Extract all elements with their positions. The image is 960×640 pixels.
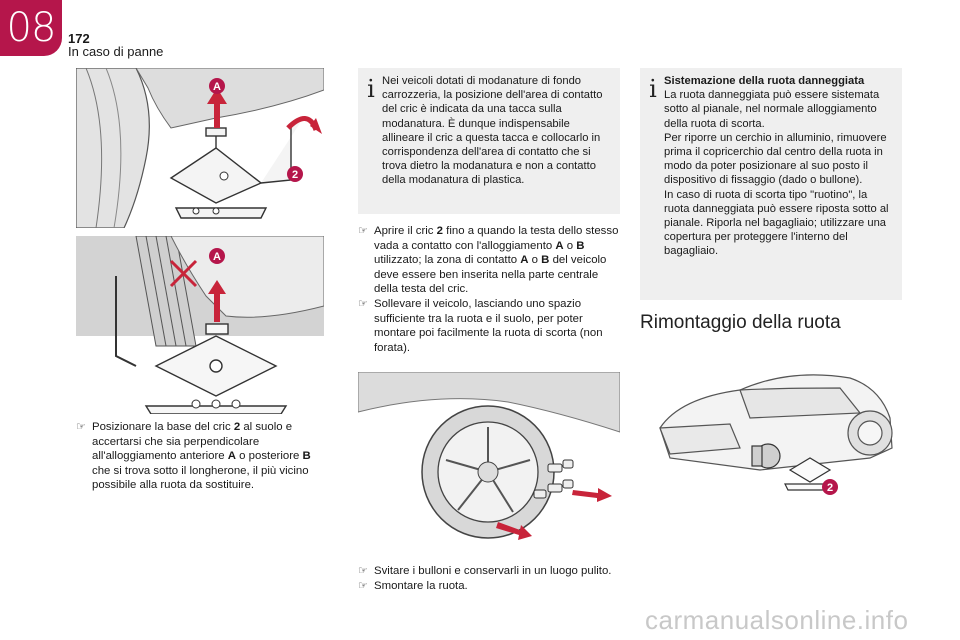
heading-refit-wheel: Rimontaggio della ruota xyxy=(640,312,841,333)
bullet-icon: ☞ xyxy=(358,297,368,310)
info-paragraph: Per riporre un cerchio in alluminio, rim… xyxy=(664,131,887,187)
info-paragraph: In caso di ruota di scorta tipo "ruotino… xyxy=(664,188,889,258)
callout-a: A xyxy=(213,81,221,93)
steps-remove: ☞ Svitare i bulloni e conservarli in un … xyxy=(358,564,620,593)
chapter-tab: 08 xyxy=(0,0,62,56)
info-icon: i xyxy=(367,75,375,103)
step-text: Posizionare la base del cric 2 al suolo … xyxy=(92,421,311,492)
callout-2: 2 xyxy=(292,169,298,181)
figure-remove-bolts xyxy=(358,372,620,550)
info-title: Sistemazione della ruota danneggiata xyxy=(664,75,865,87)
watermark: carmanualsonline.info xyxy=(645,605,909,635)
info-icon: i xyxy=(649,75,657,103)
callout-2: 2 xyxy=(827,482,833,494)
info-box-sill-notch: i Nei veicoli dotati di modanature di fo… xyxy=(358,68,620,214)
bullet-icon: ☞ xyxy=(358,579,368,592)
callout-a: A xyxy=(213,251,221,263)
info-text: Sistemazione della ruota danneggiata La … xyxy=(664,74,894,259)
figure-jack-placement: A 2 xyxy=(76,68,324,228)
step-remove-wheel: Smontare la ruota. xyxy=(374,579,468,592)
step-unscrew: Svitare i bulloni e conservarli in un lu… xyxy=(374,565,612,577)
section-title: In caso di panne xyxy=(68,44,164,59)
info-paragraph: La ruota danneggiata può essere sistemat… xyxy=(664,89,880,130)
bullet-icon: ☞ xyxy=(358,225,368,237)
figure-car-jacked: 2 xyxy=(640,358,902,506)
steps-raise: ☞ Aprire il cric 2 fino a quando la test… xyxy=(358,224,620,355)
info-box-damaged-wheel: i Sistemazione della ruota danneggiata L… xyxy=(640,68,902,300)
page-number: 172 xyxy=(68,31,90,46)
step-open-jack: Aprire il cric 2 fino a quando la testa … xyxy=(374,225,619,296)
step-lift-vehicle: Sollevare il veicolo, lasciando uno spaz… xyxy=(374,297,603,354)
step-position-jack: ☞ Posizionare la base del cric 2 al suol… xyxy=(76,420,326,493)
bullet-icon: ☞ xyxy=(76,421,86,433)
figure-jack-detail: A xyxy=(76,236,324,414)
info-text: Nei veicoli dotati di modanature di fond… xyxy=(382,75,603,187)
bullet-icon: ☞ xyxy=(358,565,368,577)
